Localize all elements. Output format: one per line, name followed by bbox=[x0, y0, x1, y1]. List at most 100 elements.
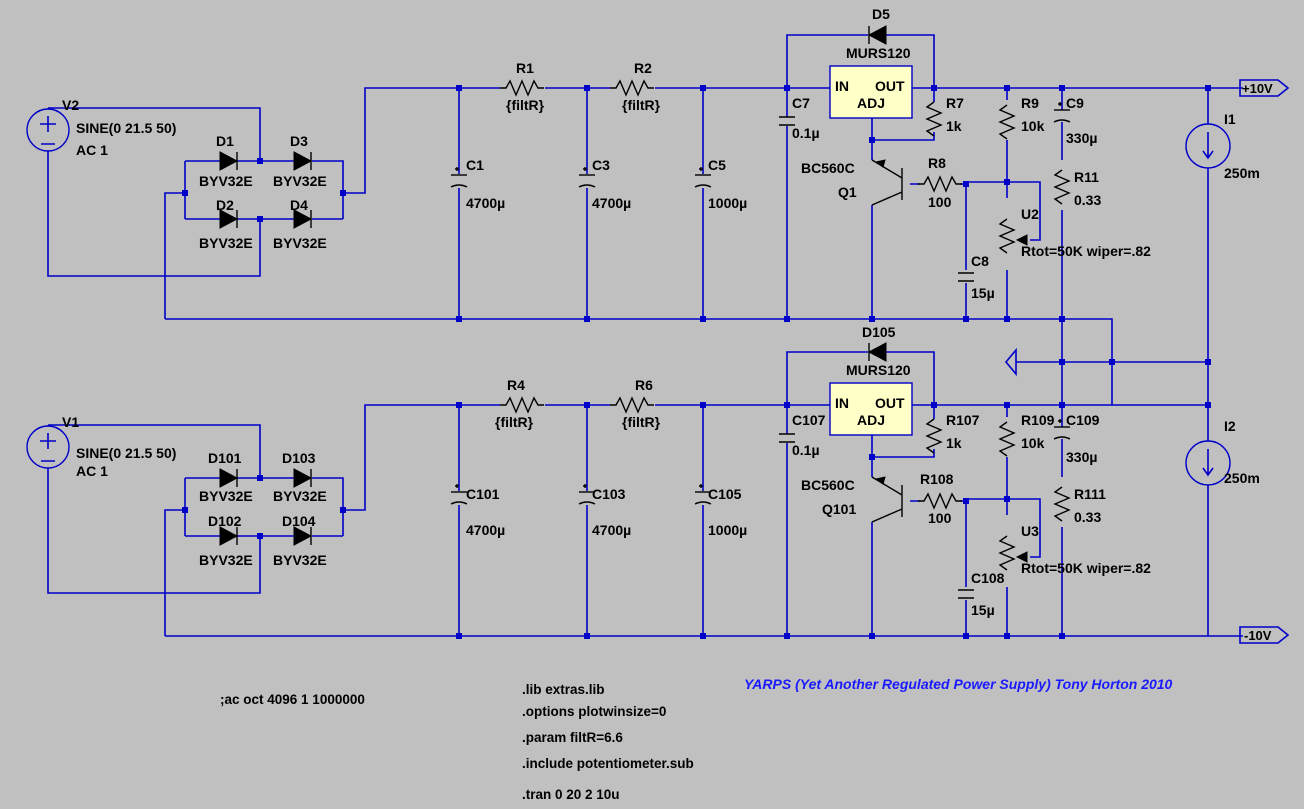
cap-c9-name: C9 bbox=[1066, 95, 1084, 111]
junction-dot bbox=[1059, 85, 1065, 91]
junction-dot bbox=[1004, 179, 1010, 185]
junction-dot bbox=[1205, 402, 1211, 408]
junction-dot bbox=[584, 316, 590, 322]
junction-dot bbox=[182, 190, 188, 196]
junction-dot bbox=[1059, 633, 1065, 639]
directive-lib: .lib extras.lib bbox=[522, 682, 605, 697]
diode-d104-model: BYV32E bbox=[273, 552, 327, 568]
junction-dot bbox=[784, 85, 790, 91]
resistor-r108-name: R108 bbox=[920, 471, 954, 487]
resistor-r7-name: R7 bbox=[946, 95, 964, 111]
resistor-r2-name: R2 bbox=[634, 60, 652, 76]
resistor-r8-value: 100 bbox=[928, 194, 952, 210]
regulator-top-out: OUT bbox=[875, 78, 905, 94]
cap-c5-value: 1000µ bbox=[708, 195, 747, 211]
source-name-top: V2 bbox=[62, 97, 79, 113]
junction-dot bbox=[1004, 402, 1010, 408]
diode-d103-name: D103 bbox=[282, 450, 316, 466]
regulator-top-in: IN bbox=[835, 78, 849, 94]
resistor-r107-value: 1k bbox=[946, 435, 962, 451]
cap-c101-name: C101 bbox=[466, 486, 500, 502]
junction-dot bbox=[1004, 85, 1010, 91]
pot-u3-value: Rtot=50K wiper=.82 bbox=[1021, 560, 1151, 576]
junction-dot bbox=[869, 454, 875, 460]
diode-d1-model: BYV32E bbox=[199, 173, 253, 189]
resistor-r11-name: R11 bbox=[1074, 169, 1099, 185]
junction-dot bbox=[963, 316, 969, 322]
cap-c101-value: 4700µ bbox=[466, 522, 505, 538]
junction-dot bbox=[784, 402, 790, 408]
junction-dot bbox=[257, 216, 263, 222]
cap-c107-name: C107 bbox=[792, 412, 826, 428]
directive-ac: ;ac oct 4096 1 1000000 bbox=[220, 692, 365, 707]
junction-dot bbox=[784, 633, 790, 639]
junction-dot bbox=[1004, 633, 1010, 639]
junction-dot bbox=[1205, 85, 1211, 91]
source-value-bottom: SINE(0 21.5 50) bbox=[76, 445, 176, 461]
cap-c1-name: C1 bbox=[466, 157, 484, 173]
junction-dot bbox=[869, 316, 875, 322]
junction-dot bbox=[931, 402, 937, 408]
junction-dot bbox=[584, 85, 590, 91]
cap-c7-value: 0.1µ bbox=[792, 125, 820, 141]
cap-c9-value: 330µ bbox=[1066, 130, 1097, 146]
diode-d5-name: D5 bbox=[872, 6, 890, 22]
junction-dot bbox=[584, 633, 590, 639]
cap-c107-value: 0.1µ bbox=[792, 442, 820, 458]
directive-options: .options plotwinsize=0 bbox=[522, 704, 666, 719]
junction-dot bbox=[1205, 359, 1211, 365]
junction-dot bbox=[456, 633, 462, 639]
pot-u3-name: U3 bbox=[1021, 523, 1039, 539]
resistor-r8-name: R8 bbox=[928, 155, 946, 171]
resistor-r9-value: 10k bbox=[1021, 118, 1045, 134]
diode-d5-model: MURS120 bbox=[846, 45, 911, 61]
cap-c5-name: C5 bbox=[708, 157, 726, 173]
schematic-title: YARPS (Yet Another Regulated Power Suppl… bbox=[744, 676, 1173, 692]
diode-d105-name: D105 bbox=[862, 324, 896, 340]
resistor-r2-value: {filtR} bbox=[622, 97, 661, 113]
cap-c8-value: 15µ bbox=[971, 285, 995, 301]
resistor-r109-name: R109 bbox=[1021, 412, 1055, 428]
cap-c109-name: C109 bbox=[1066, 412, 1100, 428]
resistor-r9-name: R9 bbox=[1021, 95, 1039, 111]
isource-i2-name: I2 bbox=[1224, 418, 1236, 434]
cap-c105-value: 1000µ bbox=[708, 522, 747, 538]
cap-c8-name: C8 bbox=[971, 253, 989, 269]
negative-supply-section bbox=[47, 351, 1243, 637]
net-flag-neg bbox=[1239, 626, 1290, 644]
junction-dot bbox=[1004, 496, 1010, 502]
pot-u2-value: Rtot=50K wiper=.82 bbox=[1021, 243, 1151, 259]
junction-dot bbox=[700, 316, 706, 322]
junction-dot bbox=[257, 533, 263, 539]
isource-i1-name: I1 bbox=[1224, 111, 1236, 127]
cap-c109-value: 330µ bbox=[1066, 449, 1097, 465]
cap-c105-name: C105 bbox=[708, 486, 742, 502]
resistor-r111-value: 0.33 bbox=[1074, 509, 1101, 525]
junction-dot bbox=[456, 85, 462, 91]
junction-dot bbox=[700, 85, 706, 91]
resistor-r4-value: {filtR} bbox=[495, 414, 534, 430]
transistor-q101-name: Q101 bbox=[822, 501, 856, 517]
diode-d105-model: MURS120 bbox=[846, 362, 911, 378]
net-flag-pos bbox=[1239, 79, 1290, 97]
resistor-r11-value: 0.33 bbox=[1074, 192, 1101, 208]
regulator-bottom-out: OUT bbox=[875, 395, 905, 411]
resistor-r4-name: R4 bbox=[507, 377, 525, 393]
junction-dot bbox=[340, 190, 346, 196]
ground-symbol bbox=[1004, 347, 1017, 377]
junction-dot bbox=[700, 402, 706, 408]
junction-dot bbox=[869, 137, 875, 143]
junction-dot bbox=[1059, 402, 1065, 408]
regulator-bottom-adj: ADJ bbox=[857, 412, 885, 428]
pot-u2-name: U2 bbox=[1021, 206, 1039, 222]
transistor-q101-symbol bbox=[871, 476, 903, 523]
diode-d1-name: D1 bbox=[216, 133, 234, 149]
resistor-r1-value: {filtR} bbox=[506, 97, 545, 113]
cap-c103-name: C103 bbox=[592, 486, 626, 502]
resistor-r6-name: R6 bbox=[635, 377, 653, 393]
junction-dot bbox=[1059, 316, 1065, 322]
junction-dot bbox=[1004, 316, 1010, 322]
resistor-r108-value: 100 bbox=[928, 510, 952, 526]
regulator-bottom-in: IN bbox=[835, 395, 849, 411]
net-label-neg: -10V bbox=[1244, 628, 1272, 643]
